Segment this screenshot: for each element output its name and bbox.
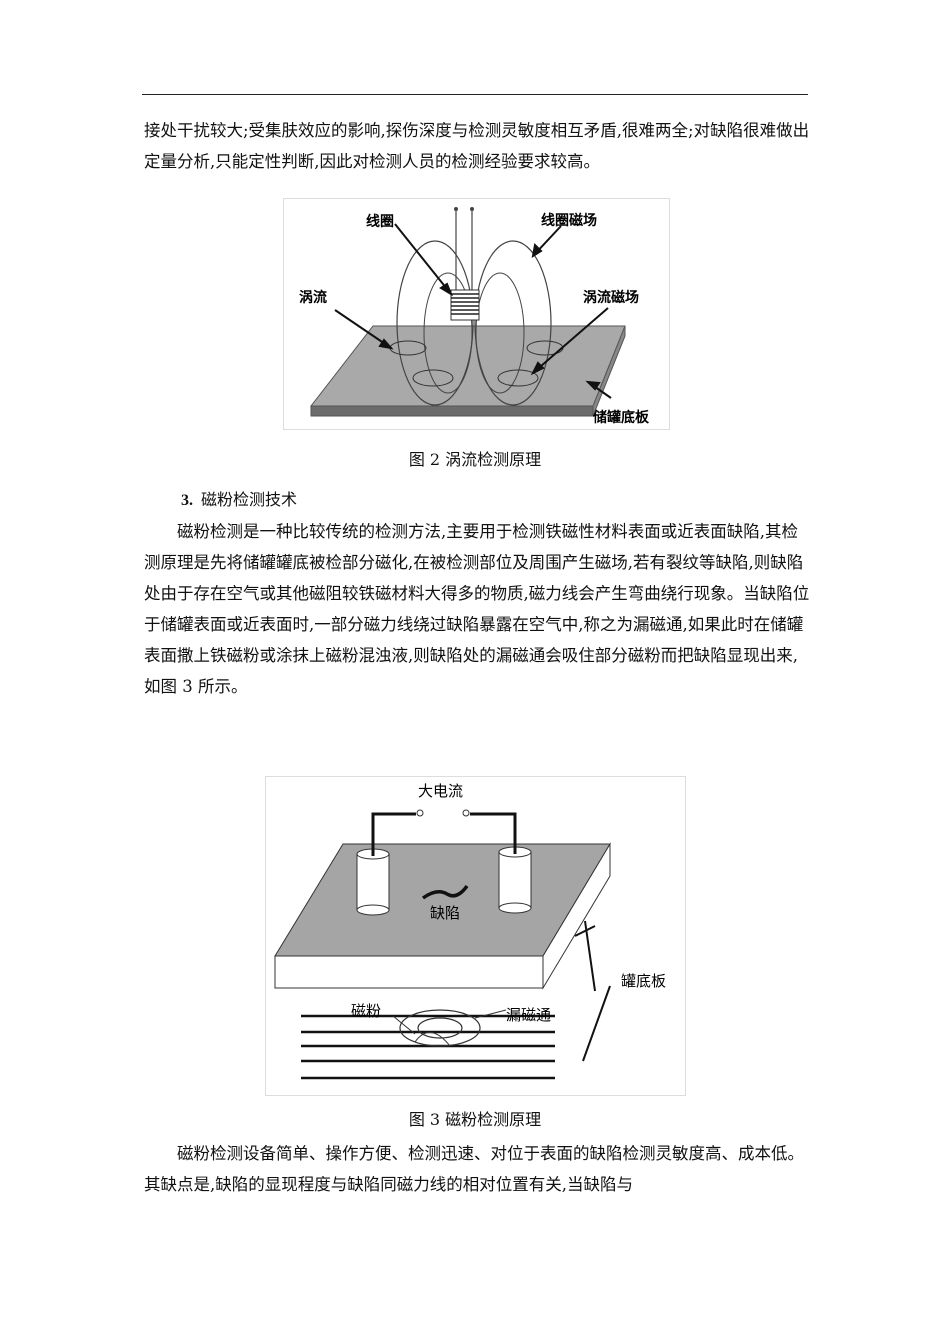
- label-plate: 储罐底板: [592, 409, 650, 426]
- paragraph-eddy-drawbacks: 接处干扰较大;受集肤效应的影响,探伤深度与检测灵敏度相互矛盾,很难两全;对缺陷很…: [144, 121, 810, 171]
- label-eddy-field: 涡流磁场: [583, 289, 639, 306]
- header-rule: [142, 94, 808, 95]
- coil: [450, 289, 480, 321]
- figure3-caption: 图 3 磁粉检测原理: [408, 1110, 542, 1129]
- label-eddy: 涡流: [299, 289, 327, 306]
- section-number: 3.: [181, 492, 193, 509]
- section-heading: 3. 磁粉检测技术: [181, 486, 297, 510]
- plate-front: [274, 955, 544, 989]
- paragraph-magnetic-pros-cons: 磁粉检测设备简单、操作方便、检测迅速、对位于表面的缺陷检测灵敏度高、成本低。其缺…: [144, 1144, 804, 1194]
- defect-mark: [421, 884, 469, 900]
- paragraph-magnetic-principle: 磁粉检测是一种比较传统的检测方法,主要用于检测铁磁性材料表面或近表面缺陷,其检测…: [144, 522, 810, 696]
- label-powder: 磁粉: [351, 1002, 381, 1020]
- plate-side: [592, 325, 626, 417]
- figure-eddy-current: 线圈 线圈磁场 涡流 涡流磁场 储罐底板: [283, 198, 670, 430]
- label-coil-field: 线圈磁场: [541, 212, 597, 229]
- section-title: 磁粉检测技术: [201, 490, 298, 509]
- figure-magnetic-particle: 大电流 缺陷 罐底板 磁粉 漏磁通: [265, 776, 686, 1096]
- label-plate: 罐底板: [621, 972, 666, 990]
- eddy-current-diagram: 线圈 线圈磁场 涡流 涡流磁场 储罐底板: [283, 198, 670, 430]
- label-defect: 缺陷: [430, 904, 460, 922]
- plate-front: [310, 405, 594, 417]
- figure2-caption: 图 2 涡流检测原理: [408, 450, 542, 469]
- label-leak-flux: 漏磁通: [506, 1006, 551, 1024]
- magnetic-particle-diagram: 大电流 缺陷 罐底板 磁粉 漏磁通: [265, 776, 686, 1096]
- label-current: 大电流: [418, 782, 463, 800]
- plate-side: [542, 842, 611, 990]
- label-coil: 线圈: [366, 213, 394, 230]
